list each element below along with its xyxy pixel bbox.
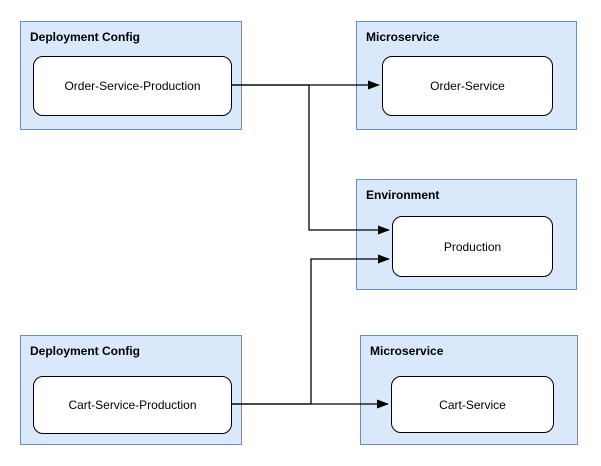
node-production: Production <box>392 216 553 277</box>
node-order-service-production: Order-Service-Production <box>33 56 232 116</box>
node-label-order-service-production: Order-Service-Production <box>64 79 201 93</box>
container-environment: Environment Production <box>356 179 577 290</box>
container-deployment-config-top: Deployment Config Order-Service-Producti… <box>20 21 242 130</box>
container-label-environment: Environment <box>366 188 440 202</box>
node-cart-service: Cart-Service <box>391 376 554 433</box>
container-label-microservice-bottom: Microservice <box>370 344 444 358</box>
container-deployment-config-bottom: Deployment Config Cart-Service-Productio… <box>20 335 242 445</box>
node-label-order-service: Order-Service <box>430 79 505 93</box>
container-microservice-bottom: Microservice Cart-Service <box>360 335 578 445</box>
node-label-cart-service-production: Cart-Service-Production <box>68 398 197 412</box>
node-cart-service-production: Cart-Service-Production <box>33 376 232 434</box>
container-label-deployment-config-bottom: Deployment Config <box>30 344 140 358</box>
container-microservice-top: Microservice Order-Service <box>356 21 577 130</box>
node-label-production: Production <box>443 239 502 254</box>
node-order-service: Order-Service <box>382 56 553 116</box>
container-label-deployment-config-top: Deployment Config <box>30 30 140 44</box>
container-label-microservice-top: Microservice <box>366 30 440 44</box>
node-label-cart-service: Cart-Service <box>439 397 506 412</box>
